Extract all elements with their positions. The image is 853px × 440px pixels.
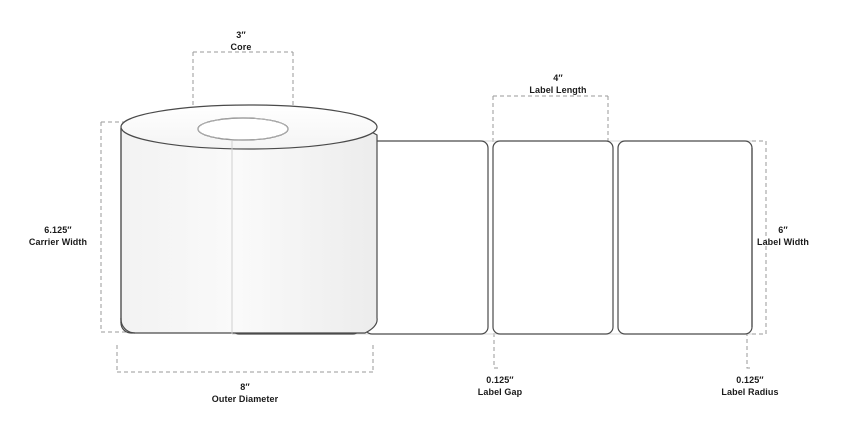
annotation-label-width-label: Label Width [756, 237, 809, 247]
annotation-label-length-value: 4″ [553, 73, 563, 83]
annotation-label-length-label: Label Length [529, 85, 587, 95]
annotation-carrier-width-label: Carrier Width [28, 237, 88, 247]
annotation-carrier-width-value: 6.125″ [44, 225, 72, 235]
annotation-outer-diameter-label: Outer Diameter [211, 394, 279, 404]
annotation-label-gap-label: Label Gap [477, 387, 523, 397]
label-2 [364, 140, 489, 335]
roll-core-hole-inner [197, 117, 289, 141]
label-gap-leader [493, 333, 500, 369]
annotation-label-width: 6″ Label Width [740, 224, 826, 248]
annotation-core-label: Core [230, 42, 252, 52]
annotation-outer-diameter: 8″ Outer Diameter [195, 381, 295, 405]
annotation-label-radius-label: Label Radius [721, 387, 779, 397]
label-3 [492, 140, 614, 335]
annotation-label-gap-value: 0.125″ [486, 375, 514, 385]
label-radius-leader [746, 332, 752, 369]
annotation-label-radius: 0.125″ Label Radius [700, 374, 800, 398]
annotation-outer-diameter-value: 8″ [240, 382, 250, 392]
annotation-core: 3″ Core [191, 29, 291, 53]
annotation-label-width-value: 6″ [778, 225, 788, 235]
roll-body [120, 119, 378, 334]
annotation-label-length: 4″ Label Length [508, 72, 608, 96]
annotation-label-gap: 0.125″ Label Gap [450, 374, 550, 398]
label-4 [617, 140, 753, 335]
label-roll [120, 104, 378, 334]
roll-bottom-curve [120, 317, 136, 334]
annotation-label-radius-value: 0.125″ [736, 375, 764, 385]
annotation-carrier-width: 6.125″ Carrier Width [8, 224, 108, 248]
annotation-core-value: 3″ [236, 30, 246, 40]
